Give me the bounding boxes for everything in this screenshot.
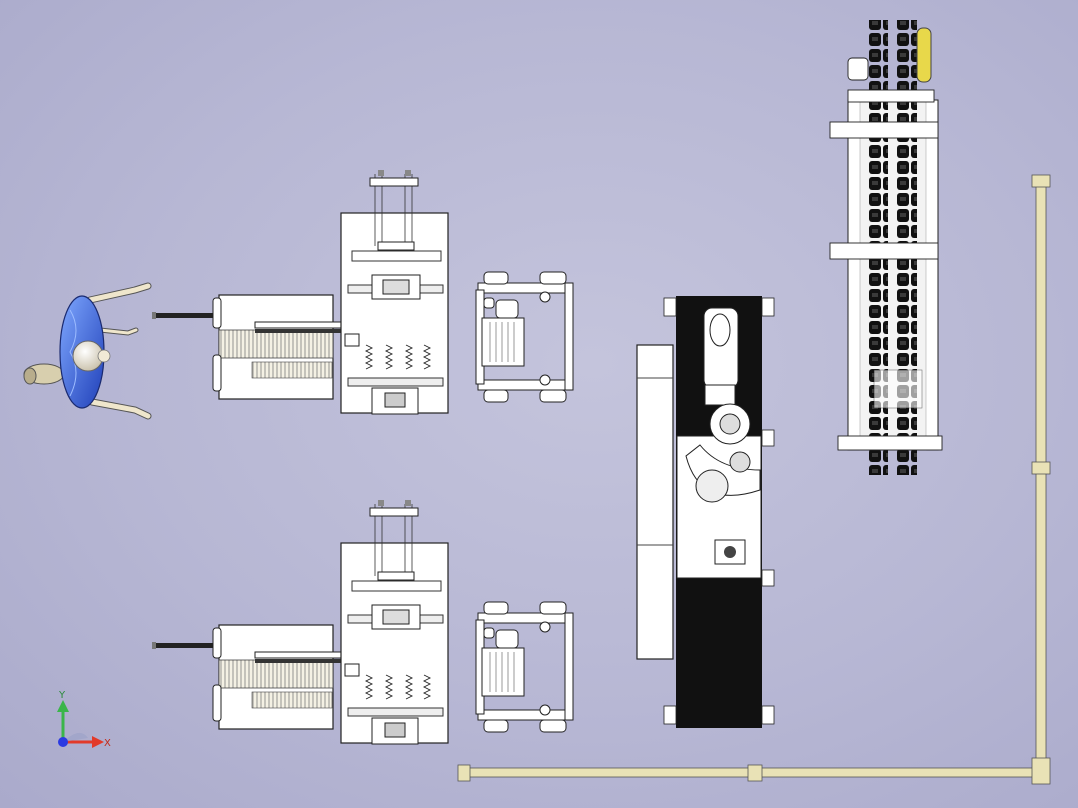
operator-figure — [23, 282, 152, 420]
robot-conveyor — [636, 296, 775, 728]
chain-conveyor — [829, 20, 943, 475]
y-axis-arrow — [57, 700, 69, 712]
press-station-upper — [152, 170, 574, 415]
x-axis-label: X — [104, 738, 111, 749]
axis-triad: Y X — [57, 690, 111, 749]
z-axis-dot — [58, 737, 68, 747]
fence-rail — [457, 174, 1051, 785]
y-axis-label: Y — [58, 690, 66, 701]
x-axis-arrow — [92, 736, 104, 748]
press-station-lower — [151, 499, 574, 745]
